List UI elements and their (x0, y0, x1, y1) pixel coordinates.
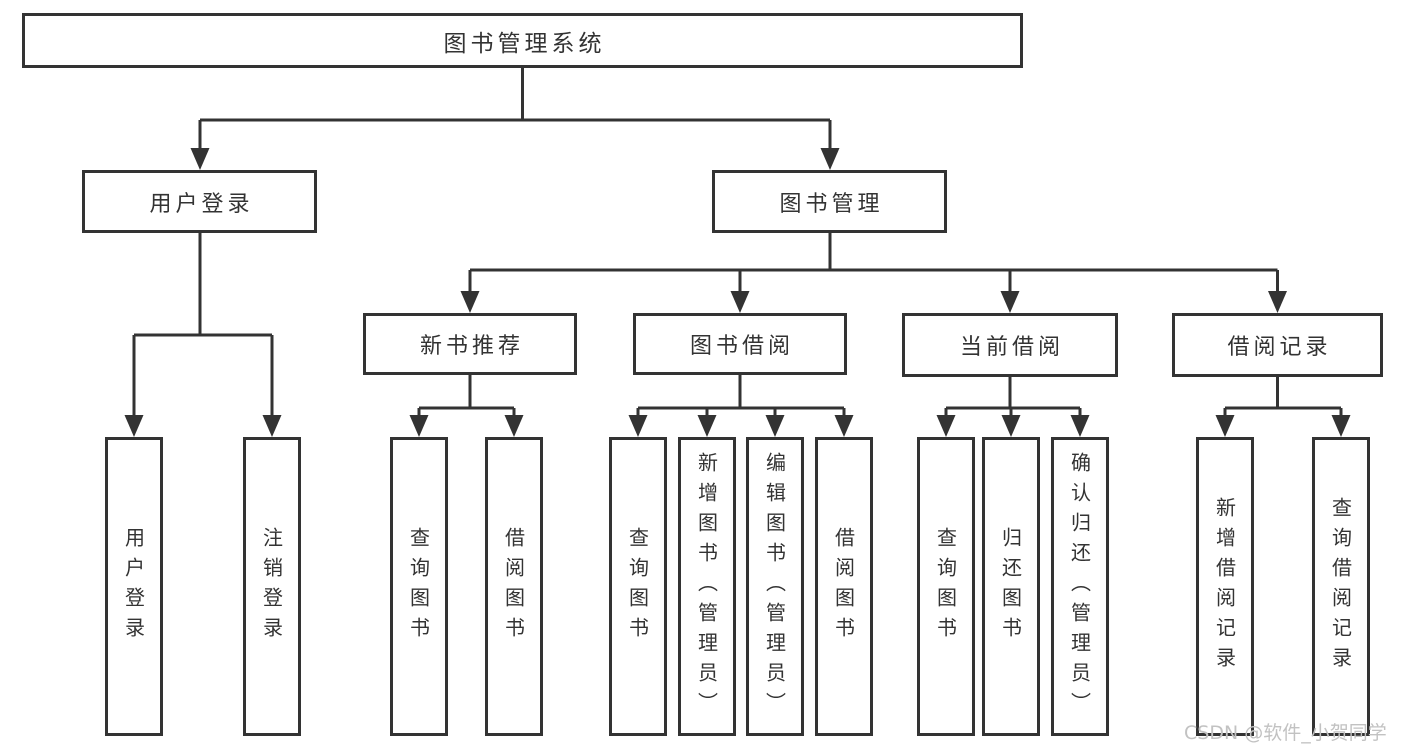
node-current-borrow: 当前借阅 (902, 313, 1118, 377)
node-book-management: 图书管理 (712, 170, 947, 233)
arrowhead (124, 415, 144, 437)
rail-book-management (470, 233, 1278, 272)
arrowhead (262, 415, 282, 437)
arrowhead (820, 148, 840, 170)
arrowhead (697, 415, 717, 437)
arrowhead (936, 415, 956, 437)
node-borrow-record: 借阅记录 (1172, 313, 1383, 377)
leaf-nb-borrow-book: 借阅图书 (485, 437, 543, 736)
node-book-management-label: 图书管理 (779, 191, 884, 217)
arrowhead (190, 148, 210, 170)
arrowhead (460, 291, 480, 313)
rail-current-borrow (946, 377, 1080, 410)
node-borrow-record-label: 借阅记录 (1227, 335, 1332, 360)
arrowhead (1070, 415, 1090, 437)
arrowhead (1331, 415, 1351, 437)
leaf-nb-query-book: 查询图书 (390, 437, 448, 736)
arrowhead (834, 415, 854, 437)
rail-user-login (134, 233, 272, 337)
leaf-cb-return-book: 归还图书 (982, 437, 1040, 736)
arrowhead (1001, 415, 1021, 437)
root-node-label: 图书管理系统 (443, 30, 606, 57)
rail-book-borrow (638, 375, 844, 410)
node-book-borrow: 图书借阅 (633, 313, 847, 375)
arrowhead (628, 415, 648, 437)
leaf-bb-query-book: 查询图书 (609, 437, 667, 736)
node-user-login: 用户登录 (82, 170, 317, 233)
arrowhead (409, 415, 429, 437)
root-node-library-system: 图书管理系统 (22, 13, 1023, 68)
arrowhead (1268, 291, 1287, 313)
leaf-logout: 注销登录 (243, 437, 301, 736)
leaf-br-query-record: 查询借阅记录 (1312, 437, 1370, 736)
csdn-watermark: CSDN @软件_小贺同学 (1184, 722, 1387, 744)
arrowhead (504, 415, 524, 437)
leaf-bb-edit-book-admin: 编辑图书（管理员） (746, 437, 804, 736)
arrowhead (1215, 415, 1235, 437)
rail-borrow-record (1225, 377, 1341, 410)
rail-new-book (419, 375, 514, 410)
arrowhead (1000, 291, 1020, 313)
rail-root (200, 68, 830, 122)
node-new-book-recommend: 新书推荐 (363, 313, 577, 375)
node-user-login-label: 用户登录 (149, 191, 254, 217)
leaf-bb-add-book-admin: 新增图书（管理员） (678, 437, 736, 736)
leaf-user-login: 用户登录 (105, 437, 163, 736)
node-book-borrow-label: 图书借阅 (689, 334, 794, 359)
arrowhead (765, 415, 785, 437)
leaf-cb-query-book: 查询图书 (917, 437, 975, 736)
node-current-borrow-label: 当前借阅 (959, 335, 1064, 360)
leaf-cb-confirm-return-admin: 确认归还（管理员） (1051, 437, 1109, 736)
arrowhead (730, 291, 750, 313)
leaf-br-add-record: 新增借阅记录 (1196, 437, 1254, 736)
node-new-book-recommend-label: 新书推荐 (419, 334, 524, 359)
leaf-bb-borrow-book: 借阅图书 (815, 437, 873, 736)
